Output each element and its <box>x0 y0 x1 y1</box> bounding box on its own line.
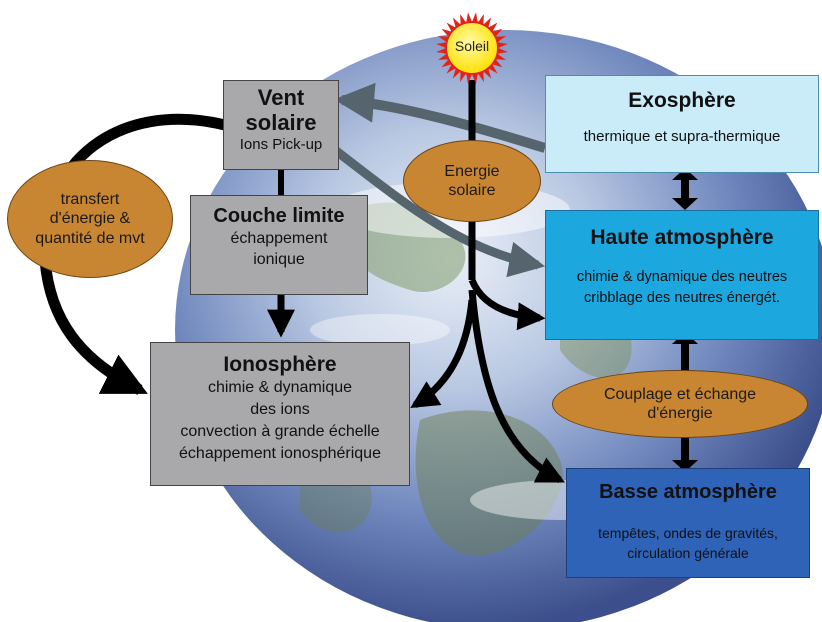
arrow-vent-to-haute <box>332 146 546 278</box>
haute-line-2: cribblage des neutres énergét. <box>584 290 780 306</box>
vent-title-1: Vent <box>257 85 305 110</box>
couche-line-2: ionique <box>253 251 305 268</box>
iono-title: Ionosphère <box>223 353 337 376</box>
basse-line-1: tempêtes, ondes de gravités, <box>598 525 778 541</box>
haute-line-1: chimie & dynamique des neutres <box>576 269 788 285</box>
sun-icon <box>436 12 508 84</box>
couplage-oval: Couplage et échange d'énergie <box>552 370 808 438</box>
basse-line-2: circulation générale <box>627 545 749 561</box>
exosphere-box: Exosphère thermique et supra-thermique <box>545 75 819 173</box>
couche-line-1: échappement <box>230 230 328 247</box>
energie-solaire-oval: Energie solaire <box>403 140 541 222</box>
arrow-energy-to-haute <box>468 278 546 331</box>
couplage-line-2: d'énergie <box>647 405 713 422</box>
arrow-energy-to-basse <box>468 289 566 484</box>
vent-title-2: solaire <box>245 110 317 135</box>
energie-line-1: Energie <box>444 162 500 180</box>
transfert-oval: transfert d'énergie & quantité de mvt <box>7 160 173 278</box>
vent-solaire-box: Vent solaire Ions Pick-up <box>223 80 339 170</box>
sun-label: Soleil <box>454 38 490 54</box>
energie-line-2: solaire <box>448 182 496 199</box>
couplage-line-1: Couplage et échange <box>603 385 757 403</box>
transfert-line-2: d'énergie & <box>49 210 131 228</box>
transfert-line-1: transfert <box>60 191 120 209</box>
arrow-exo-to-vent <box>334 82 547 153</box>
ionosphere-box: Ionosphère chimie & dynamique des ions c… <box>150 342 410 486</box>
iono-line-2: des ions <box>250 401 310 418</box>
iono-line-4: échappement ionosphérique <box>179 445 381 462</box>
exo-title: Exosphère <box>628 89 736 112</box>
haute-atmosphere-box: Haute atmosphère chimie & dynamique des … <box>545 210 819 340</box>
basse-atmosphere-box: Basse atmosphère tempêtes, ondes de grav… <box>566 468 810 578</box>
exo-haute-connector <box>672 168 698 210</box>
exo-subtitle: thermique et supra-thermique <box>583 128 781 145</box>
arrow-energy-to-iono <box>410 299 476 408</box>
couche-title: Couche limite <box>213 205 345 227</box>
haute-title: Haute atmosphère <box>590 226 774 249</box>
transfert-line-3: quantité de mvt <box>35 229 145 247</box>
vent-subtitle: Ions Pick-up <box>239 136 323 153</box>
iono-line-3: convection à grande échelle <box>180 423 380 440</box>
couche-limite-box: Couche limite échappement ionique <box>190 195 368 295</box>
basse-title: Basse atmosphère <box>599 481 777 503</box>
iono-line-1: chimie & dynamique <box>207 379 353 396</box>
